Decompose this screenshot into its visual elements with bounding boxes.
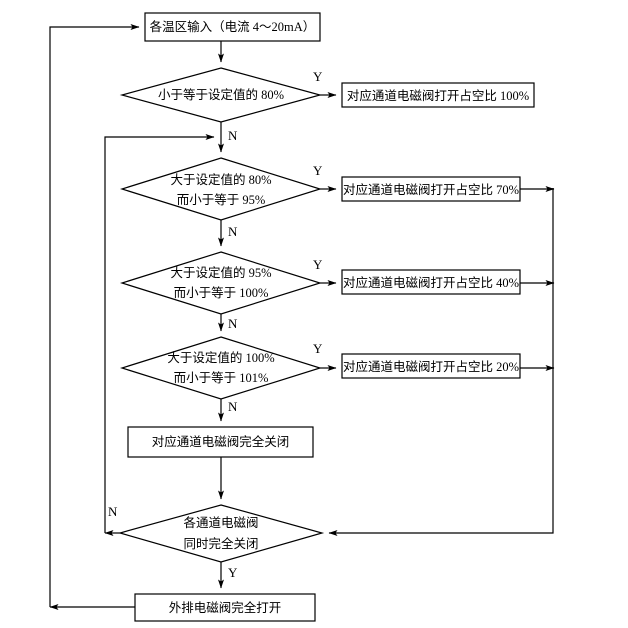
decision-80-95-shape <box>119 157 323 221</box>
edge-d5-no-loop-to-d2 <box>104 134 215 533</box>
edge-label-y3: Y <box>313 257 323 272</box>
edge-collector-to-d5 <box>328 188 554 536</box>
edge-label-n3: N <box>228 316 238 331</box>
edge-label-y1: Y <box>313 69 323 84</box>
duty-100-shape <box>341 82 535 108</box>
duty-70-shape <box>341 176 521 202</box>
edge-label-n1: N <box>228 128 238 143</box>
valve-close-shape <box>127 426 314 458</box>
edge-label-n2: N <box>228 224 238 239</box>
duty-20-shape <box>341 353 521 379</box>
decision-100-101-shape <box>119 336 323 400</box>
edge-label-n5: N <box>108 504 118 519</box>
edge-exhaust-loop-to-input <box>49 24 140 607</box>
edge-label-y5: Y <box>228 565 238 580</box>
exhaust-open-shape <box>134 593 316 622</box>
decision-all-closed-shape <box>117 504 325 563</box>
edge-label-y4: Y <box>313 341 323 356</box>
decision-95-100-shape <box>119 251 323 315</box>
edge-label-y2: Y <box>313 163 323 178</box>
duty-40-shape <box>341 269 521 295</box>
decision-80-shape <box>119 67 323 123</box>
edge-label-n4: N <box>228 399 238 414</box>
input-box-shape <box>144 12 321 42</box>
